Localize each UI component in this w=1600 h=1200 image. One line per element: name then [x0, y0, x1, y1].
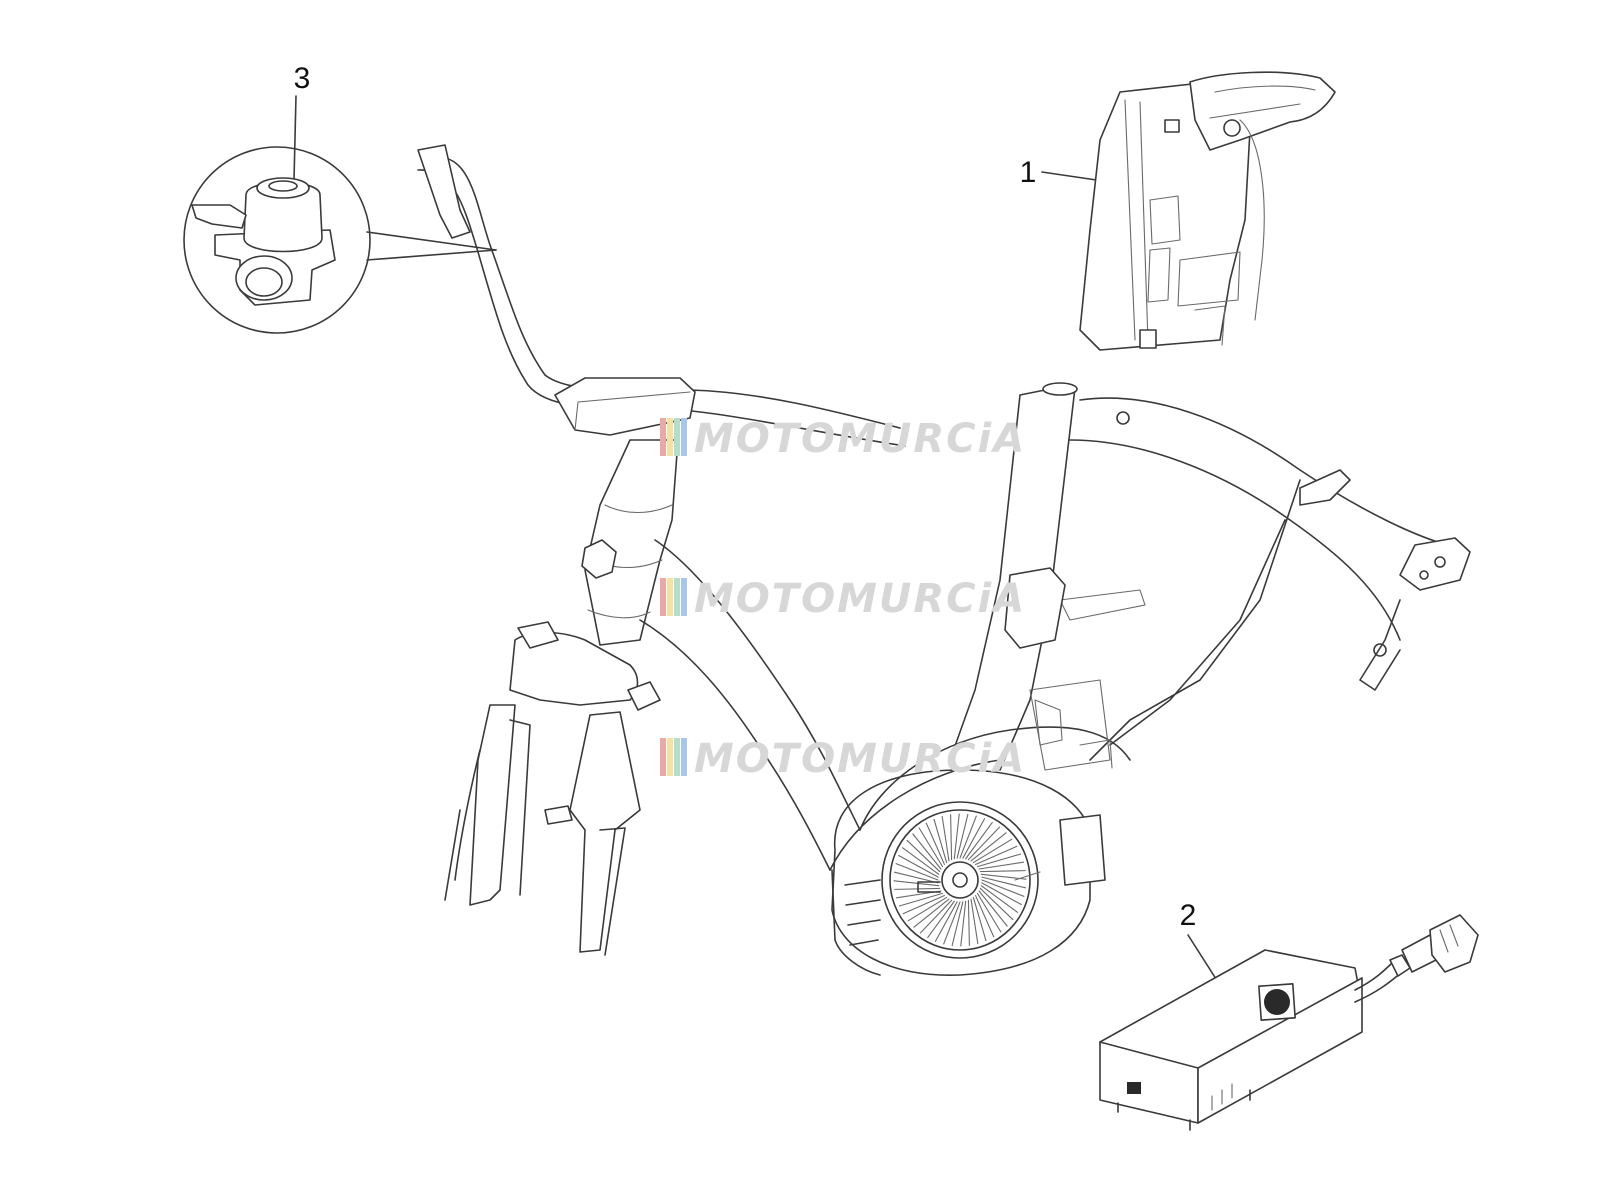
motor-rib [960, 900, 967, 947]
motor-rib [912, 833, 942, 870]
motor-rib [967, 826, 1001, 861]
watermark-2: MOTOMURCiA [660, 576, 1026, 622]
motor-rib [972, 896, 987, 942]
callout-number-3: 3 [294, 62, 311, 95]
bell [191, 177, 336, 306]
motor-rib [893, 871, 939, 884]
motor-rib [907, 896, 948, 922]
battery [1079, 71, 1336, 351]
watermark-text: MOTOMURCiA [694, 416, 1026, 462]
motor-rib [979, 870, 1026, 873]
motor-rib [953, 813, 960, 860]
front-fork [444, 621, 661, 956]
motor-rib [902, 895, 945, 915]
motor-rib [970, 832, 1007, 862]
watermark-1: MOTOMURCiA [660, 416, 1026, 462]
motor-rib [962, 818, 986, 859]
callout-number-2: 2 [1180, 899, 1197, 932]
head-tube [584, 439, 679, 646]
callout-3: 3 [293, 62, 497, 261]
motor-rib [956, 813, 969, 859]
motor-rib [980, 885, 1019, 913]
motor-rib [898, 854, 939, 878]
motor-rib [927, 900, 955, 939]
bell-lever [191, 204, 247, 229]
motor-rib [898, 892, 944, 907]
fork-right-leg [569, 711, 641, 956]
motor-rib [978, 890, 1008, 927]
charger [1099, 914, 1479, 1131]
motor-rib [894, 887, 941, 890]
motor-rib [951, 901, 964, 947]
motor-rib [972, 838, 1013, 864]
motor-rib [976, 892, 1002, 933]
motor-rib [941, 815, 950, 862]
frame-main-loop [1069, 397, 1461, 761]
motor-rib [919, 899, 953, 934]
motor-rib [975, 895, 995, 938]
mid-drive-motor [831, 769, 1106, 976]
callout-number-1: 1 [1020, 156, 1037, 189]
motor-rib [979, 887, 1014, 921]
motor-rib [901, 847, 940, 875]
fork-left-leg [469, 704, 531, 906]
battery-handle [1189, 71, 1336, 151]
watermark-text: MOTOMURCiA [694, 736, 1026, 782]
motor-rib [893, 880, 940, 887]
down-tube [639, 539, 861, 871]
handlebar-grip [417, 144, 471, 239]
watermark-text: MOTOMURCiA [694, 576, 1026, 622]
motor-rib [981, 876, 1027, 889]
motor-rib [981, 882, 1022, 906]
charger-side [1197, 977, 1363, 1124]
motor-rib [918, 827, 944, 868]
motor-rib [895, 863, 939, 881]
motor-rib [933, 818, 948, 864]
motor-rib [975, 845, 1018, 865]
motor-rib [978, 861, 1025, 870]
motor-rib [981, 879, 1025, 897]
motor-rib [943, 901, 961, 945]
watermarks: MOTOMURCiA MOTOMURCiA MOTOMURCiA [660, 416, 1026, 782]
motor-rib [950, 814, 953, 861]
head-tube-bolt [581, 539, 617, 579]
handlebar [417, 156, 906, 447]
watermark-3: MOTOMURCiA [660, 736, 1026, 782]
bell-detail-bubble [183, 146, 371, 334]
motor-housing [831, 769, 1091, 976]
motor-rib [967, 899, 970, 946]
motor-rib [913, 898, 950, 928]
motor-rib [959, 815, 977, 859]
motor-rib [925, 822, 945, 865]
motor-rib [970, 898, 979, 945]
callout-2: 2 [1180, 899, 1219, 983]
motor-rib [934, 901, 958, 942]
motor-rib [906, 839, 941, 873]
motor-rib [976, 853, 1022, 868]
frame-connector [1004, 567, 1066, 649]
charger-plug [1429, 914, 1479, 973]
motor-rib [965, 821, 993, 860]
